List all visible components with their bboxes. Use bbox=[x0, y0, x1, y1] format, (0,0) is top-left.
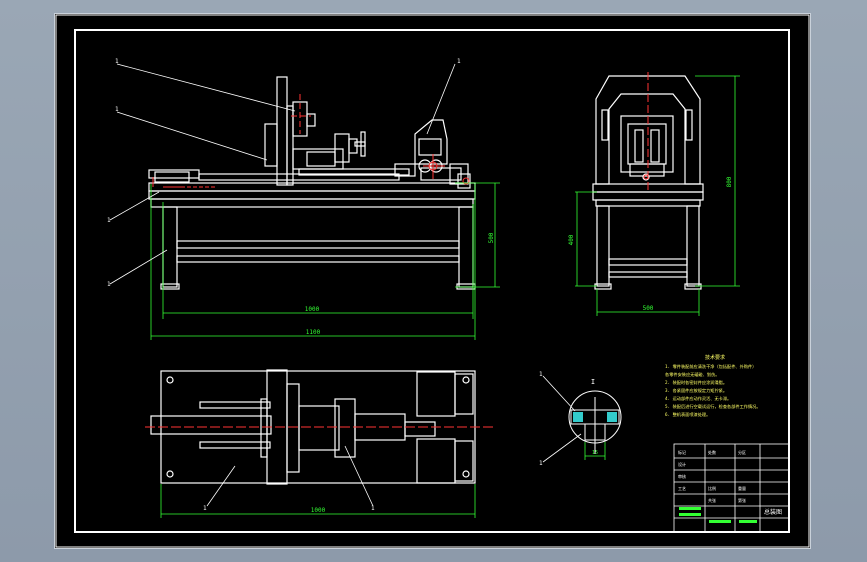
note-line-6: 5. 装配后进行空载试运行，检查各部件工作情况。 bbox=[665, 403, 761, 410]
notes-title: 技术要求 bbox=[705, 354, 725, 361]
side-view-dim-text: 800 400 500 bbox=[568, 176, 733, 312]
front-view bbox=[148, 76, 476, 290]
title-cell-1: 标记 bbox=[678, 449, 686, 455]
title-cell-3: 分区 bbox=[738, 449, 746, 455]
front-view-dim-text: 1000 1100 500 bbox=[305, 232, 495, 336]
title-block-green-fill bbox=[679, 507, 757, 523]
dim-plan-width: 1000 bbox=[311, 507, 326, 514]
plan-view-dimensions bbox=[160, 484, 476, 518]
detail-leader-label-1: 1 bbox=[539, 371, 543, 378]
note-line-3: 2. 装配时各密封件应涂润滑脂。 bbox=[665, 379, 727, 386]
leader-label-4: 1 bbox=[107, 217, 111, 224]
side-view bbox=[592, 75, 704, 290]
note-line-5: 4. 运动部件应动作灵活、无卡滞。 bbox=[665, 395, 731, 402]
dim-front-height: 500 bbox=[488, 232, 495, 243]
plan-leader-label-1: 1 bbox=[203, 505, 207, 512]
front-view-leader-labels: 1 1 1 1 1 bbox=[107, 58, 461, 288]
inner-border bbox=[74, 29, 790, 533]
technical-notes: 技术要求 1. 零件装配前应清洗干净（包括配件、外购件） 各零件安装应无磕碰、划… bbox=[665, 354, 761, 418]
note-line-2: 各零件安装应无磕碰、划伤。 bbox=[665, 371, 719, 378]
title-cell-2: 处数 bbox=[708, 449, 716, 455]
drawing-sheet: 1000 1100 500 1 1 1 1 1 bbox=[55, 14, 810, 548]
assembly-drawing: 1000 1100 500 1 1 1 1 1 bbox=[55, 14, 810, 548]
plan-view-leaders bbox=[206, 445, 374, 507]
title-cell-7: 比例 bbox=[708, 485, 716, 491]
dim-front-outer: 1100 bbox=[306, 329, 321, 336]
front-view-dimensions bbox=[150, 182, 500, 340]
title-cell-8: 重量 bbox=[738, 485, 746, 491]
detail-section-label: I bbox=[591, 378, 595, 386]
dim-detail-gap: 15 bbox=[592, 450, 598, 456]
detail-view bbox=[568, 390, 622, 454]
note-line-7: 6. 整机表面喷漆处理。 bbox=[665, 411, 710, 418]
front-view-leaders bbox=[109, 63, 456, 285]
dim-side-lower: 400 bbox=[568, 234, 575, 245]
leader-label-3: 1 bbox=[457, 58, 461, 65]
title-cell-5: 审核 bbox=[678, 473, 686, 479]
leader-label-1: 1 bbox=[115, 58, 119, 65]
detail-view-leaders bbox=[542, 375, 582, 463]
dim-front-inner: 1000 bbox=[305, 306, 320, 313]
front-view-centerlines bbox=[152, 94, 470, 188]
dim-side-width: 500 bbox=[643, 305, 654, 312]
side-view-dimensions bbox=[575, 75, 740, 316]
title-cell-4: 设计 bbox=[678, 461, 686, 467]
detail-view-dimensions bbox=[584, 442, 606, 460]
drawing-name: 总装图 bbox=[764, 508, 782, 516]
outer-border bbox=[55, 14, 810, 548]
title-block bbox=[673, 443, 790, 533]
note-line-4: 3. 各紧固件应按规定力矩拧紧。 bbox=[665, 387, 727, 394]
detail-leader-label-2: 1 bbox=[539, 460, 543, 467]
side-view-centerline bbox=[643, 72, 649, 192]
leader-label-2: 1 bbox=[115, 106, 119, 113]
dim-side-height: 800 bbox=[726, 176, 733, 187]
note-line-1: 1. 零件装配前应清洗干净（包括配件、外购件） bbox=[665, 363, 756, 370]
leader-label-5: 1 bbox=[107, 281, 111, 288]
plan-leader-label-2: 1 bbox=[371, 505, 375, 512]
detail-view-hatch bbox=[573, 412, 617, 422]
title-cell-6: 工艺 bbox=[678, 486, 686, 491]
title-cell-10: 第张 bbox=[738, 497, 746, 503]
title-cell-9: 共张 bbox=[708, 497, 716, 503]
title-block-text: 标记 处数 分区 设计 审核 工艺 比例 重量 共张 第张 总装图 bbox=[678, 449, 782, 516]
